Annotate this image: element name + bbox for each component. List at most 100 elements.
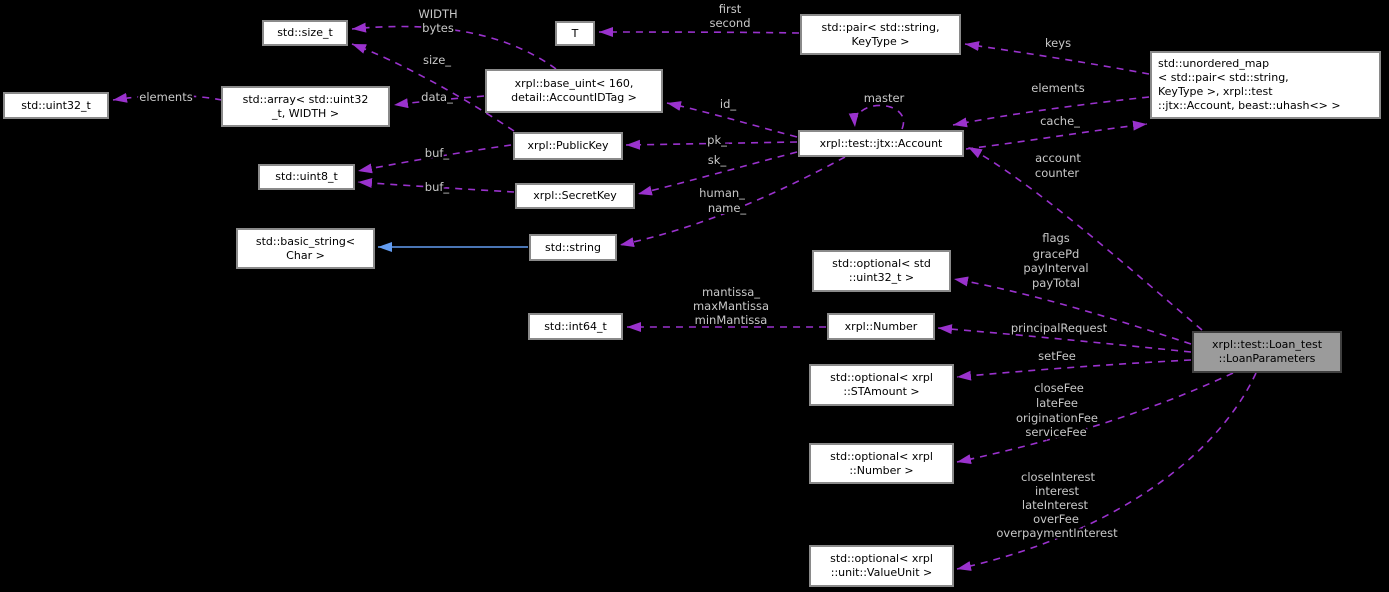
- edge-label-baseuint-width-bytes-1: bytes: [422, 21, 454, 35]
- edge-label-loan-fees-0: closeFee: [1034, 381, 1084, 395]
- edge-loan-fees: [956, 372, 1234, 465]
- edge-loan-principalrequest: [937, 324, 1192, 353]
- node-optional-uint32-line-1: ::uint32_t >: [848, 271, 915, 284]
- node-unordered-map-line-2: KeyType >, xrpl::test: [1158, 85, 1273, 98]
- node-basic-string-line-0: std::basic_string<: [255, 234, 356, 248]
- edge-label-loan-fees-3: serviceFee: [1025, 425, 1086, 439]
- node-optional-stamount[interactable]: std::optional< xrpl::STAmount >: [809, 364, 954, 406]
- edge-label-umap-elements-0: elements: [1031, 81, 1084, 95]
- edge-account-cache: [965, 120, 1148, 150]
- node-loan-parameters-line-1: ::LoanParameters: [1218, 352, 1316, 365]
- edge-label-array-elements-0: elements: [139, 90, 192, 104]
- node-optional-uint32-line-0: std::optional< std: [832, 257, 931, 270]
- edge-label-loan-fees-2: originationFee: [1016, 411, 1098, 425]
- edge-label-baseuint-width-bytes-0: WIDTH: [418, 7, 457, 21]
- edge-label-loan-flags-1: gracePd: [1033, 247, 1080, 261]
- edge-publickey-size: [351, 43, 515, 132]
- edge-label-loan-account-counter-1: counter: [1035, 166, 1080, 180]
- node-unordered-map-line-0: std::unordered_map: [1158, 57, 1270, 70]
- node-base-uint[interactable]: xrpl::base_uint< 160,detail::AccountIDTa…: [485, 69, 663, 113]
- node-uint8-t[interactable]: std::uint8_t: [258, 164, 355, 190]
- node-string-line-0: std::string: [544, 240, 601, 254]
- edge-label-loan-interests-4: overpaymentInterest: [996, 526, 1118, 540]
- edge-label-pair-first-second-1: second: [709, 16, 750, 30]
- edge-baseuint-width-bytes: [351, 22, 557, 70]
- edge-label-publickey-buf-0: buf_: [425, 146, 450, 160]
- node-optional-valueunit[interactable]: std::optional< xrpl::unit::ValueUnit >: [809, 545, 954, 587]
- edge-label-baseuint-data-0: data_: [421, 90, 453, 104]
- node-array-line-0: std::array< std::uint32: [242, 92, 369, 106]
- edge-label-loan-interests-1: interest: [1035, 484, 1080, 498]
- node-loan-parameters: xrpl::test::Loan_test::LoanParameters: [1192, 331, 1342, 373]
- node-publickey[interactable]: xrpl::PublicKey: [513, 132, 623, 160]
- edge-loan-interests: [956, 372, 1257, 571]
- node-optional-number-line-1: ::Number >: [849, 463, 914, 477]
- node-pair-line-0: std::pair< std::string,: [821, 20, 940, 34]
- edge-label-umap-keys-0: keys: [1045, 36, 1071, 50]
- node-optional-stamount-line-1: ::STAmount >: [843, 385, 920, 398]
- edge-loan-flags: [953, 276, 1192, 345]
- edge-account-pk: [625, 139, 798, 150]
- edge-label-number-mantissa-2: minMantissa: [695, 313, 768, 327]
- edge-account-id: [666, 101, 798, 138]
- edge-array-elements: [112, 92, 223, 103]
- edge-baseuint-data: [393, 95, 485, 109]
- node-int64-t-line-0: std::int64_t: [544, 319, 607, 333]
- edge-account-sk: [637, 151, 798, 196]
- edge-label-loan-interests-0: closeInterest: [1021, 470, 1095, 484]
- node-pair[interactable]: std::pair< std::string,KeyType >: [800, 14, 961, 55]
- edge-secretkey-buf: [357, 178, 515, 193]
- edge-label-loan-setfee-0: setFee: [1038, 349, 1076, 363]
- edge-label-publickey-size-0: size_: [423, 53, 451, 67]
- edge-label-pair-first-second-0: first: [719, 2, 742, 16]
- edge-label-account-human-name-1: name_: [708, 201, 747, 215]
- node-optional-number[interactable]: std::optional< xrpl::Number >: [809, 443, 954, 484]
- edge-label-loan-flags-3: payTotal: [1032, 276, 1080, 290]
- edge-label-number-mantissa-1: maxMantissa: [693, 299, 769, 313]
- node-base-uint-line-1: detail::AccountIDTag >: [511, 91, 637, 104]
- node-string[interactable]: std::string: [529, 234, 617, 261]
- edge-label-loan-interests-2: lateInterest: [1022, 498, 1089, 512]
- node-int64-t[interactable]: std::int64_t: [528, 313, 623, 340]
- node-number[interactable]: xrpl::Number: [827, 313, 935, 340]
- edge-label-account-sk-0: sk_: [708, 153, 727, 167]
- edge-label-account-cache-0: cache_: [1040, 114, 1080, 128]
- node-unordered-map-line-3: ::jtx::Account, beast::uhash<> >: [1158, 99, 1341, 112]
- node-secretkey-line-0: xrpl::SecretKey: [533, 189, 617, 202]
- node-pair-line-1: KeyType >: [851, 34, 910, 48]
- node-number-line-0: xrpl::Number: [844, 319, 918, 333]
- node-uint32-t[interactable]: std::uint32_t: [3, 92, 109, 119]
- node-publickey-line-0: xrpl::PublicKey: [527, 139, 609, 152]
- node-loan-parameters-line-0: xrpl::test::Loan_test: [1211, 338, 1323, 351]
- node-uint8-t-line-0: std::uint8_t: [275, 170, 338, 183]
- node-optional-valueunit-line-0: std::optional< xrpl: [830, 552, 933, 565]
- node-optional-uint32[interactable]: std::optional< std::uint32_t >: [812, 250, 951, 292]
- node-optional-stamount-line-0: std::optional< xrpl: [830, 371, 933, 384]
- edge-label-loan-principalrequest-0: principalRequest: [1011, 321, 1108, 335]
- node-account[interactable]: xrpl::test::jtx::Account: [798, 130, 964, 157]
- edge-label-secretkey-buf-0: buf_: [425, 180, 450, 194]
- edge-umap-keys: [964, 41, 1150, 75]
- edge-loan-account-counter: [967, 146, 1203, 331]
- node-t-line-0: T: [571, 26, 579, 40]
- node-array-line-1: _t, WIDTH >: [271, 106, 340, 120]
- edge-loan-setfee: [956, 359, 1192, 381]
- node-size-t[interactable]: std::size_t: [262, 20, 348, 46]
- node-basic-string-line-1: Char >: [286, 248, 325, 262]
- node-size-t-line-0: std::size_t: [277, 26, 333, 39]
- edge-label-loan-account-counter-0: account: [1035, 151, 1081, 165]
- node-t[interactable]: T: [555, 21, 595, 46]
- node-basic-string[interactable]: std::basic_string<Char >: [236, 228, 375, 269]
- edge-label-loan-flags-0: flags: [1042, 231, 1070, 245]
- edge-label-number-mantissa-0: mantissa_: [702, 285, 760, 299]
- edge-label-account-master-0: master: [864, 91, 905, 105]
- node-secretkey[interactable]: xrpl::SecretKey: [515, 183, 635, 209]
- node-uint32-t-line-0: std::uint32_t: [21, 98, 91, 112]
- edge-label-loan-fees-1: lateFee: [1036, 396, 1078, 410]
- node-optional-number-line-0: std::optional< xrpl: [830, 449, 933, 463]
- node-array[interactable]: std::array< std::uint32_t, WIDTH >: [221, 86, 390, 127]
- node-unordered-map[interactable]: std::unordered_map< std::pair< std::stri…: [1150, 51, 1381, 119]
- node-unordered-map-line-1: < std::pair< std::string,: [1158, 71, 1289, 84]
